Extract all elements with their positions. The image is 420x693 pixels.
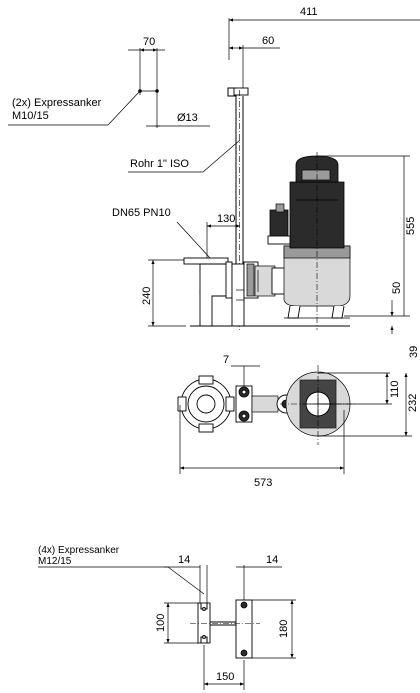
dim-inlet-height: 50	[344, 282, 410, 334]
dim-left-tab: 14	[164, 554, 208, 605]
pipe-label: Rohr 1" ISO	[130, 158, 189, 170]
base-plate-left	[197, 602, 211, 644]
anchor-label-line2: M10/15	[12, 110, 49, 122]
dim-pipe-offset-label: 60	[262, 35, 274, 47]
dim-height-base-label: 240	[141, 287, 153, 305]
dim-right-height: 180	[252, 599, 296, 659]
pipe-callout: Rohr 1" ISO	[128, 139, 241, 173]
dim-clearance: 39	[408, 346, 420, 358]
dim-half-width-label: 110	[389, 380, 401, 398]
dim-pipe-offset: 60	[229, 35, 280, 88]
dim-anchor-spacing: 70	[128, 36, 165, 128]
dim-total-height-label: 555	[405, 217, 417, 235]
base-view: (4x) Expressanker M12/15 14 14	[38, 545, 296, 690]
pump-motor	[289, 152, 410, 330]
base-anchor-label-line1: (4x) Expressanker	[38, 545, 120, 556]
dim-offset-label: 7	[223, 354, 229, 366]
top-view: 7 39	[177, 346, 420, 489]
base-plate-right	[235, 599, 253, 659]
dim-clearance-label: 39	[408, 346, 420, 358]
dim-spacing: 150	[203, 645, 245, 690]
dim-inlet-height-label: 50	[391, 282, 403, 294]
discharge-base	[183, 257, 350, 327]
anchor-callout: (2x) Expressanker M10/15	[8, 90, 141, 126]
dim-half-width: 110	[318, 372, 401, 405]
dim-length-label: 573	[254, 477, 272, 489]
dim-anchor-spacing-label: 70	[143, 36, 155, 48]
dim-total-height: 555	[403, 156, 417, 316]
dim-width: 232	[318, 373, 419, 437]
dim-flange-offset-label: 130	[217, 213, 235, 225]
cable-gland	[267, 203, 291, 245]
dim-flange-offset: 130	[206, 213, 240, 262]
base-anchor-callout: (4x) Expressanker M12/15	[38, 545, 205, 595]
flange-label: DN65 PN10	[112, 207, 171, 219]
inlet-flange-top	[177, 375, 235, 433]
anchor-label-line1: (2x) Expressanker	[12, 97, 102, 109]
dim-left-tab-label: 14	[178, 554, 190, 566]
dim-left-height: 100	[155, 602, 198, 644]
coupling	[243, 261, 287, 299]
base-connecting-rod	[190, 621, 260, 626]
dim-bore-diameter-label: Ø13	[177, 112, 198, 124]
dim-right-height-label: 180	[278, 620, 290, 638]
dim-left-height-label: 100	[155, 614, 167, 632]
dim-total-width-label: 411	[300, 6, 318, 18]
dim-spacing-label: 150	[216, 671, 234, 683]
dim-bore-diameter: Ø13	[146, 112, 210, 127]
dim-length: 573	[179, 405, 345, 489]
base-anchor-label-line2: M12/15	[38, 556, 72, 567]
dim-right-tab-label: 14	[266, 554, 278, 566]
side-view: 411 60 70 Ø13	[8, 6, 420, 334]
dim-height-base: 240	[141, 259, 186, 327]
dim-total-width: 411	[228, 6, 420, 60]
dim-right-tab: 14	[236, 554, 282, 600]
flange-callout: DN65 PN10	[112, 207, 211, 259]
dim-width-label: 232	[407, 394, 419, 412]
